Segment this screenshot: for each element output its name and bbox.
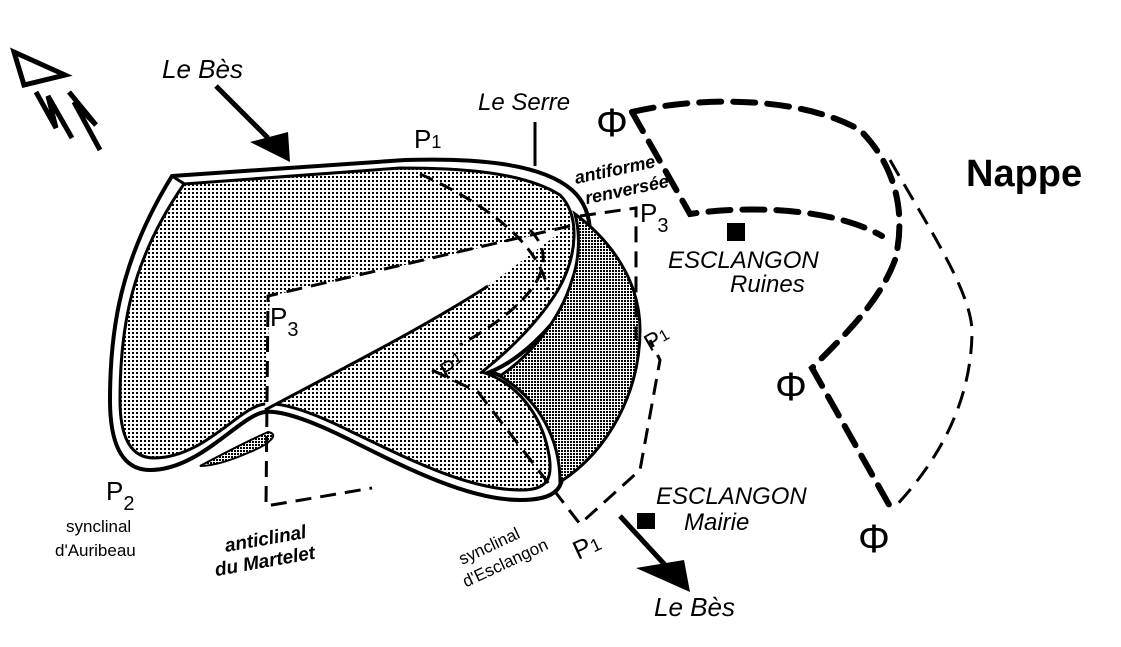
fold-layer-outer bbox=[107, 157, 642, 503]
village-marker-mairie bbox=[637, 513, 655, 529]
label-p2: P2 bbox=[106, 476, 134, 515]
label-synclinal-auribeau-1: synclinal bbox=[66, 517, 131, 536]
nappe-thrust-boundary bbox=[629, 98, 974, 513]
le-bes-flow-arrow-bottom bbox=[618, 514, 690, 592]
label-esclangon-ruines-2: Ruines bbox=[730, 271, 805, 298]
label-le-serre: Le Serre bbox=[478, 89, 570, 116]
label-p1-top: P1 bbox=[414, 124, 441, 154]
label-esclangon-mairie-1: ESCLANGON bbox=[656, 483, 807, 510]
label-p1-bottom: P1 bbox=[568, 527, 605, 566]
village-marker-ruines bbox=[727, 223, 745, 241]
label-p1-right: P1 bbox=[640, 321, 675, 357]
p3-axial-plane bbox=[264, 224, 571, 508]
thrust-symbol-top: Φ bbox=[596, 101, 628, 145]
p3-axial-plane-right bbox=[579, 206, 638, 340]
label-le-bes-top: Le Bès bbox=[162, 54, 243, 84]
label-p3-left: P3 bbox=[270, 302, 298, 341]
label-esclangon-ruines-1: ESCLANGON bbox=[668, 247, 819, 274]
label-le-bes-bottom: Le Bès bbox=[654, 592, 735, 622]
label-esclangon-mairie-2: Mairie bbox=[684, 509, 749, 536]
thrust-symbol-bottom: Φ bbox=[858, 517, 890, 561]
label-p3-right: P3 bbox=[640, 198, 668, 237]
p1-axial-plane bbox=[431, 339, 662, 527]
label-synclinal-auribeau-2: d'Auribeau bbox=[55, 541, 136, 560]
label-anticlinal-martelet: anticlinal du Martelet bbox=[213, 522, 317, 581]
north-arrow-icon bbox=[10, 47, 103, 152]
le-bes-flow-arrow-top bbox=[214, 84, 290, 162]
nappe-title: Nappe bbox=[966, 153, 1082, 195]
label-synclinal-esclangon: synclinal d'Esclangon bbox=[456, 524, 551, 591]
thrust-symbol-middle: Φ bbox=[775, 365, 807, 409]
